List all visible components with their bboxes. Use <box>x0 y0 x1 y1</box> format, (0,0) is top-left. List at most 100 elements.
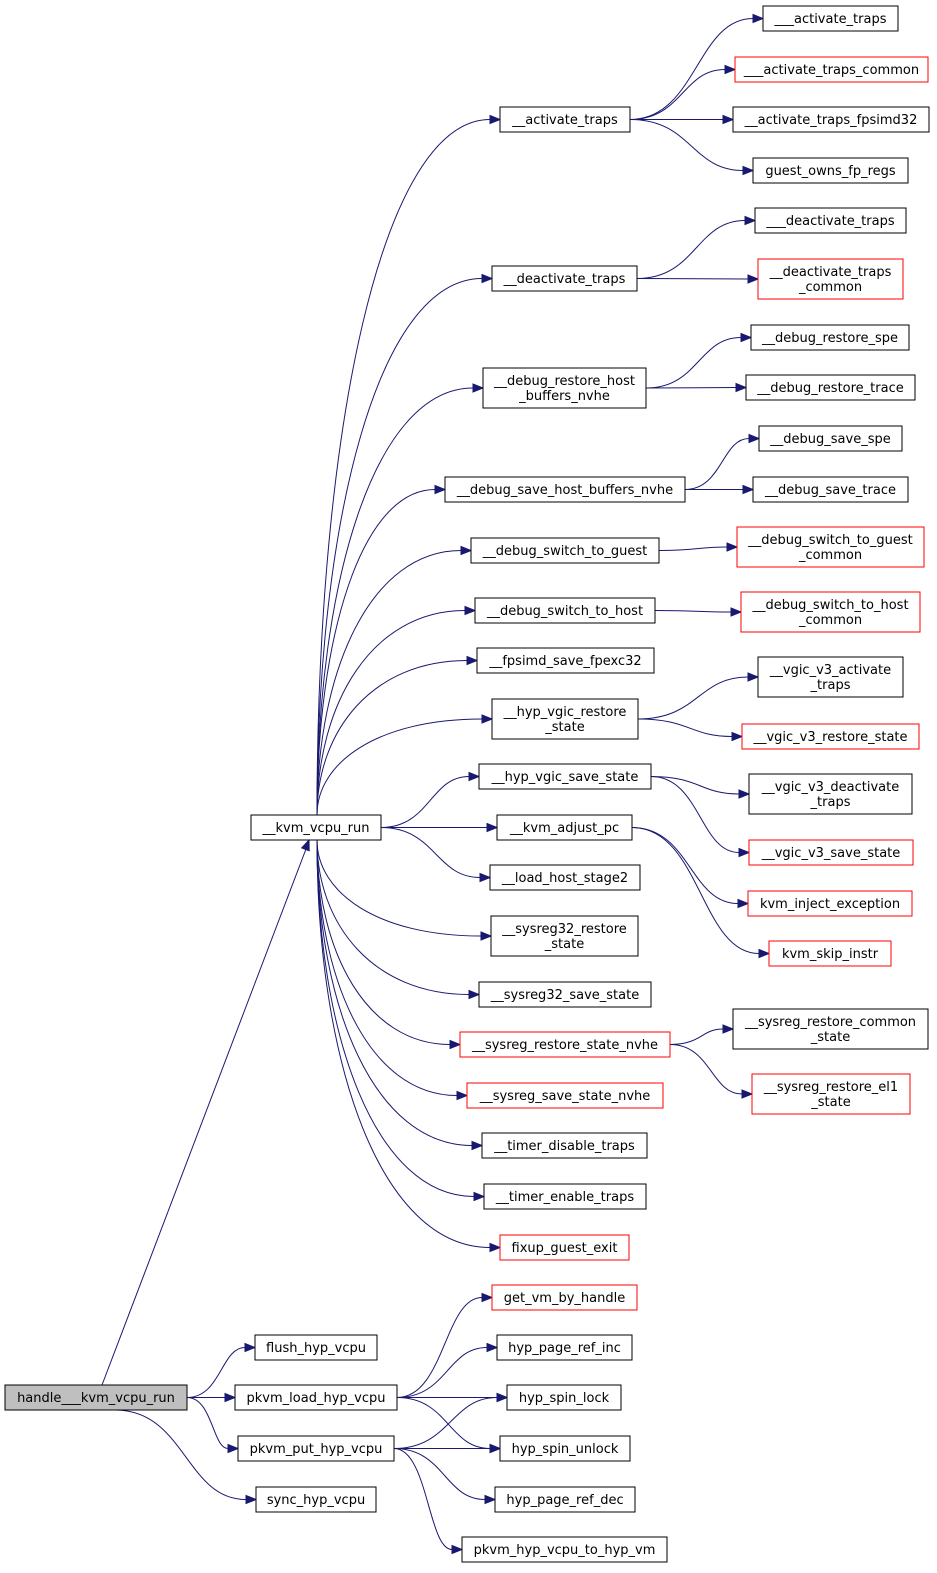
node-hyp-spin-lock[interactable]: hyp_spin_lock <box>506 1384 622 1411</box>
node-hyp-page-ref-dec[interactable]: hyp_page_ref_dec <box>494 1486 636 1513</box>
node-vgic-v3-restore-state[interactable]: __vgic_v3_restore_state <box>741 723 920 750</box>
node-deactivate-traps[interactable]: __deactivate_traps <box>491 265 638 292</box>
call-edge <box>316 839 502 1253</box>
node-box <box>499 1435 631 1462</box>
call-edge <box>631 827 771 959</box>
node-box <box>444 476 686 503</box>
call-edge <box>684 433 761 490</box>
function-nodes: handle___kvm_vcpu_run __kvm_vcpu_runflush… <box>4 5 930 1563</box>
node-sync-hyp-vcpu[interactable]: sync_hyp_vcpu <box>255 1486 377 1513</box>
node-box <box>461 1536 668 1563</box>
call-edge <box>380 771 481 828</box>
node-handle-kvm-vcpu-run[interactable]: handle___kvm_vcpu_run <box>4 1384 188 1411</box>
node-debug-restore-host-buffers-nvhe[interactable]: __debug_restore_host_buffers_nvhe <box>482 367 647 409</box>
node-label: _state <box>544 720 584 735</box>
call-edge <box>316 114 502 816</box>
node-kvm-skip-instr[interactable]: kvm_skip_instr <box>768 940 892 967</box>
node-vgic-v3-activate-traps[interactable]: __vgic_v3_activate_traps <box>757 656 904 698</box>
node-box <box>255 1486 377 1513</box>
node-hyp-vgic-save-state[interactable]: __hyp_vgic_save_state <box>478 763 652 790</box>
node-box <box>476 647 655 674</box>
node-label: guest_owns_fp_regs <box>765 164 896 179</box>
node-kvm-vcpu-run[interactable]: __kvm_vcpu_run <box>250 814 382 841</box>
node-box <box>745 374 916 401</box>
node-pkvm-put-hyp-vcpu[interactable]: pkvm_put_hyp_vcpu <box>237 1435 395 1462</box>
node-debug-save-trace[interactable]: __debug_save_trace <box>752 476 909 503</box>
node-label: __timer_disable_traps <box>493 1139 635 1154</box>
node-debug-switch-to-guest[interactable]: __debug_switch_to_guest <box>470 537 660 564</box>
node-sysreg-restore-state-nvhe[interactable]: __sysreg_restore_state_nvhe <box>459 1031 671 1058</box>
call-edge <box>396 1342 499 1398</box>
node-box <box>741 723 920 750</box>
call-edge <box>381 822 499 833</box>
node-activate-traps[interactable]: ___activate_traps <box>762 5 899 32</box>
node-flush-hyp-vcpu[interactable]: flush_hyp_vcpu <box>254 1334 378 1361</box>
node-sysreg32-restore-state[interactable]: __sysreg32_restore_state <box>490 915 639 957</box>
node-hyp-spin-unlock[interactable]: hyp_spin_unlock <box>499 1435 631 1462</box>
call-edge <box>669 1024 735 1045</box>
node-label: __vgic_v3_activate <box>769 663 891 678</box>
call-edge <box>629 64 737 120</box>
node-get-vm-by-handle[interactable]: get_vm_by_handle <box>491 1284 638 1311</box>
node-debug-save-spe[interactable]: __debug_save_spe <box>758 425 903 452</box>
call-edge <box>316 484 447 816</box>
node-box <box>474 597 656 624</box>
call-edge <box>316 545 473 816</box>
node-vgic-v3-save-state[interactable]: __vgic_v3_save_state <box>748 839 914 866</box>
node-box <box>496 814 633 841</box>
node-box <box>757 258 904 300</box>
node-fpsimd-save-fpexc32[interactable]: __fpsimd_save_fpexc32 <box>476 647 655 674</box>
node-box <box>752 476 909 503</box>
call-edge <box>316 605 477 816</box>
call-edge <box>396 1292 494 1398</box>
node-label: hyp_page_ref_inc <box>508 1341 621 1356</box>
node-timer-disable-traps[interactable]: __timer_disable_traps <box>481 1132 648 1159</box>
node-box <box>754 207 907 234</box>
node-label: ___activate_traps_common <box>743 63 919 78</box>
node-label: _state <box>810 1095 850 1110</box>
node-debug-restore-spe[interactable]: __debug_restore_spe <box>750 324 910 351</box>
node-deactivate-traps[interactable]: ___deactivate_traps <box>754 207 907 234</box>
node-sysreg-restore-common-state[interactable]: __sysreg_restore_common_state <box>732 1008 929 1050</box>
node-sysreg-save-state-nvhe[interactable]: __sysreg_save_state_nvhe <box>466 1082 664 1109</box>
node-kvm-inject-exception[interactable]: kvm_inject_exception <box>747 890 913 917</box>
node-label: __sysreg_restore_common <box>744 1015 916 1030</box>
node-label: __sysreg_restore_state_nvhe <box>471 1038 658 1053</box>
node-timer-enable-traps[interactable]: __timer_enable_traps <box>483 1183 647 1210</box>
node-fixup-guest-exit[interactable]: fixup_guest_exit <box>499 1234 630 1261</box>
node-load-host-stage2[interactable]: __load_host_stage2 <box>489 864 641 891</box>
node-label: _traps <box>810 678 851 693</box>
node-box <box>234 1384 398 1411</box>
node-box <box>490 915 639 957</box>
node-vgic-v3-deactivate-traps[interactable]: __vgic_v3_deactivate_traps <box>748 773 913 815</box>
node-hyp-vgic-restore-state[interactable]: __hyp_vgic_restore_state <box>491 698 639 740</box>
node-label: ___activate_traps <box>773 12 886 27</box>
node-activate-traps[interactable]: __activate_traps <box>499 106 631 133</box>
node-activate-traps-common[interactable]: ___activate_traps_common <box>734 56 929 83</box>
node-pkvm-load-hyp-vcpu[interactable]: pkvm_load_hyp_vcpu <box>234 1384 398 1411</box>
node-box <box>491 698 639 740</box>
node-sysreg-restore-el1-state[interactable]: __sysreg_restore_el1_state <box>751 1073 911 1115</box>
call-edge <box>629 119 755 176</box>
node-label: kvm_skip_instr <box>782 947 879 962</box>
node-box <box>470 537 660 564</box>
call-edge <box>394 1443 502 1454</box>
node-pkvm-hyp-vcpu-to-hyp-vm[interactable]: pkvm_hyp_vcpu_to_hyp_vm <box>461 1536 668 1563</box>
node-debug-switch-to-host-common[interactable]: __debug_switch_to_host_common <box>740 591 921 633</box>
node-debug-save-host-buffers-nvhe[interactable]: __debug_save_host_buffers_nvhe <box>444 476 686 503</box>
node-debug-switch-to-guest-common[interactable]: __debug_switch_to_guest_common <box>736 526 925 568</box>
node-label: flush_hyp_vcpu <box>266 1341 366 1356</box>
node-hyp-page-ref-inc[interactable]: hyp_page_ref_inc <box>496 1334 633 1361</box>
node-debug-switch-to-host[interactable]: __debug_switch_to_host <box>474 597 656 624</box>
node-activate-traps-fpsimd32[interactable]: __activate_traps_fpsimd32 <box>732 106 930 133</box>
node-label: __activate_traps_fpsimd32 <box>744 113 918 128</box>
node-box <box>478 981 652 1008</box>
node-box <box>491 1284 638 1311</box>
node-debug-restore-trace[interactable]: __debug_restore_trace <box>745 374 916 401</box>
call-edge <box>631 827 750 909</box>
node-label: __vgic_v3_restore_state <box>752 730 907 745</box>
node-deactivate-traps-common[interactable]: __deactivate_traps_common <box>757 258 904 300</box>
node-guest-owns-fp-regs[interactable]: guest_owns_fp_regs <box>752 157 909 184</box>
node-kvm-adjust-pc[interactable]: __kvm_adjust_pc <box>496 814 633 841</box>
node-sysreg32-save-state[interactable]: __sysreg32_save_state <box>478 981 652 1008</box>
